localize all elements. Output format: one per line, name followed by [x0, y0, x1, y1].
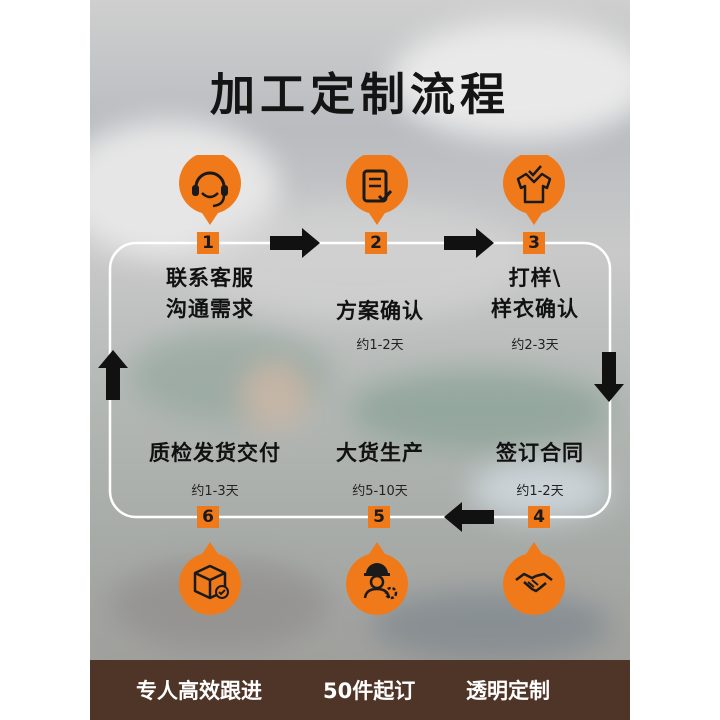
step-icon-1	[175, 152, 245, 235]
step-number-4: 4	[528, 506, 550, 528]
arrow-down-icon	[594, 352, 624, 402]
step-duration-3: 约2-3天	[511, 338, 559, 353]
arrow-right-icon	[444, 228, 494, 258]
step-title-line: 联系客服	[166, 266, 254, 290]
step-title-2: 方案确认	[310, 296, 450, 327]
arrow-up-icon	[98, 350, 128, 400]
footer-item-1: 专人高效跟进	[136, 679, 262, 703]
step-icon-6	[175, 536, 245, 616]
step-title-4: 签订合同	[470, 438, 610, 469]
step-title-1: 联系客服 沟通需求	[140, 263, 280, 325]
step-icon-3	[499, 152, 569, 235]
process-poster: 加工定制流程	[90, 0, 630, 720]
step-number-1: 1	[197, 232, 219, 254]
arrow-left-icon	[444, 502, 494, 532]
worker-gear-icon	[346, 542, 408, 615]
handshake-icon	[503, 542, 565, 615]
page-title: 加工定制流程	[209, 68, 510, 121]
step-title-line: 方案确认	[336, 299, 424, 323]
footer-item-2: 50件起订	[323, 679, 416, 703]
shirt-check-icon	[503, 152, 565, 225]
background-blur	[350, 370, 610, 450]
headset-icon	[179, 152, 241, 225]
document-check-icon	[346, 152, 408, 225]
step-title-line: 打样\	[508, 266, 562, 290]
step-number-5: 5	[368, 506, 390, 528]
step-title-5: 大货生产	[310, 438, 450, 469]
background-blur	[240, 360, 310, 430]
step-duration-6: 约1-3天	[191, 484, 239, 499]
step-title-3: 打样\ 样衣确认	[465, 263, 605, 325]
step-title-line: 沟通需求	[166, 297, 254, 321]
step-title-line: 签订合同	[496, 441, 584, 465]
step-title-6: 质检发货交付	[125, 438, 305, 469]
footer-banner: 专人高效跟进 50件起订 透明定制	[90, 660, 630, 720]
step-duration-4: 约1-2天	[516, 484, 564, 499]
step-number-6: 6	[197, 506, 219, 528]
arrow-right-icon	[270, 228, 320, 258]
step-title-line: 质检发货交付	[149, 441, 281, 465]
package-check-icon	[179, 542, 241, 615]
step-duration-5: 约5-10天	[352, 484, 408, 499]
step-title-line: 样衣确认	[491, 297, 579, 321]
step-icon-4	[499, 536, 569, 616]
background-blur	[190, 200, 530, 320]
background-blur	[390, 20, 630, 140]
step-icon-2	[342, 152, 412, 235]
step-title-line: 大货生产	[336, 441, 424, 465]
footer-item-3: 透明定制	[466, 679, 550, 703]
step-number-2: 2	[365, 232, 387, 254]
step-number-3: 3	[523, 232, 545, 254]
step-icon-5	[342, 536, 412, 616]
step-duration-2: 约1-2天	[356, 338, 404, 353]
background-blur	[370, 590, 610, 660]
